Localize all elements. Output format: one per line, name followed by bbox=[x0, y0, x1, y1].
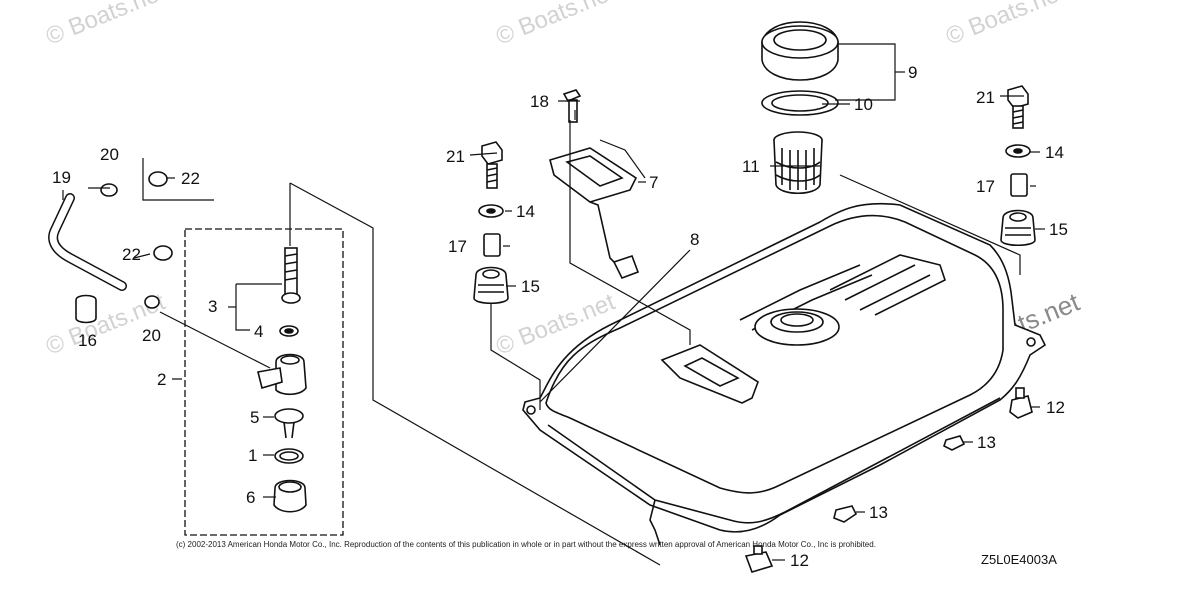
callout-17-left: 17 bbox=[448, 237, 467, 256]
callout-21-left: 21 bbox=[446, 147, 465, 166]
callout-17-right: 17 bbox=[976, 177, 995, 196]
callout-16: 16 bbox=[78, 331, 97, 350]
callout-14-right: 14 bbox=[1045, 143, 1064, 162]
callout-20-upper: 20 bbox=[100, 145, 119, 164]
mount-rubber-15-right bbox=[1000, 209, 1036, 247]
callout-7: 7 bbox=[649, 173, 658, 192]
callout-1: 1 bbox=[248, 446, 257, 465]
bolt-21-left bbox=[481, 141, 503, 189]
washer-14-left bbox=[478, 204, 504, 218]
fuel-gauge bbox=[549, 147, 640, 280]
diagram-code: Z5L0E4003A bbox=[981, 552, 1057, 567]
callout-21-right: 21 bbox=[976, 88, 995, 107]
nut-12-upper bbox=[1009, 387, 1033, 419]
filler-cap-gasket bbox=[761, 90, 839, 116]
callout-12-upper: 12 bbox=[1046, 398, 1065, 417]
copyright-notice: (c) 2002-2013 American Honda Motor Co., … bbox=[176, 540, 876, 549]
watermark: © Boats.net bbox=[42, 0, 169, 51]
reference-lines bbox=[62, 43, 1045, 566]
fuel-tank bbox=[522, 202, 1047, 546]
callout-15-left: 15 bbox=[521, 277, 540, 296]
callout-22-lower: 22 bbox=[122, 245, 141, 264]
mount-rubber-15-left bbox=[473, 266, 509, 305]
callout-11: 11 bbox=[742, 157, 760, 176]
clip-nut-13-lower bbox=[833, 505, 858, 523]
callout-18: 18 bbox=[530, 92, 549, 111]
watermark: © Boats.net bbox=[492, 0, 619, 51]
fuel-valve-assembly bbox=[257, 247, 307, 513]
tube-clamp-22-upper bbox=[148, 171, 168, 187]
callout-12-lower: 12 bbox=[790, 551, 809, 570]
callout-10: 10 bbox=[854, 95, 873, 114]
tube-clip-20-lower bbox=[144, 295, 160, 309]
fuel-filler-cap bbox=[761, 21, 839, 81]
callout-19: 19 bbox=[52, 168, 71, 187]
callout-20-lower: 20 bbox=[142, 326, 161, 345]
clip-nut-13-upper bbox=[943, 435, 966, 451]
callout-5: 5 bbox=[250, 408, 259, 427]
tube-clamp-22-lower bbox=[153, 245, 173, 261]
tube-clip-20-upper bbox=[100, 183, 118, 197]
callout-6: 6 bbox=[246, 488, 255, 507]
washer-14-right bbox=[1005, 144, 1031, 158]
callout-14-left: 14 bbox=[516, 202, 535, 221]
collar-17-right bbox=[1010, 173, 1028, 197]
watermark: © Boats.net bbox=[942, 0, 1069, 51]
fuel-tube bbox=[48, 193, 127, 291]
callout-8: 8 bbox=[690, 230, 699, 249]
callout-13-upper: 13 bbox=[977, 433, 996, 452]
callout-labels: 1 2 3 4 5 6 7 8 9 10 11 12 12 13 13 14 1… bbox=[52, 63, 1068, 570]
collar-17-left bbox=[483, 233, 501, 257]
fuel-filter bbox=[75, 294, 97, 324]
callout-3: 3 bbox=[208, 297, 217, 316]
callout-15-right: 15 bbox=[1049, 220, 1068, 239]
nut-12-lower bbox=[744, 545, 774, 573]
callout-2: 2 bbox=[157, 370, 166, 389]
callout-22-upper: 22 bbox=[181, 169, 200, 188]
callout-9: 9 bbox=[908, 63, 917, 82]
bolt-18 bbox=[562, 89, 582, 123]
fuel-strainer bbox=[773, 131, 823, 195]
callout-13-lower: 13 bbox=[869, 503, 888, 522]
bolt-21-right bbox=[1007, 85, 1029, 129]
callout-4: 4 bbox=[254, 322, 263, 341]
